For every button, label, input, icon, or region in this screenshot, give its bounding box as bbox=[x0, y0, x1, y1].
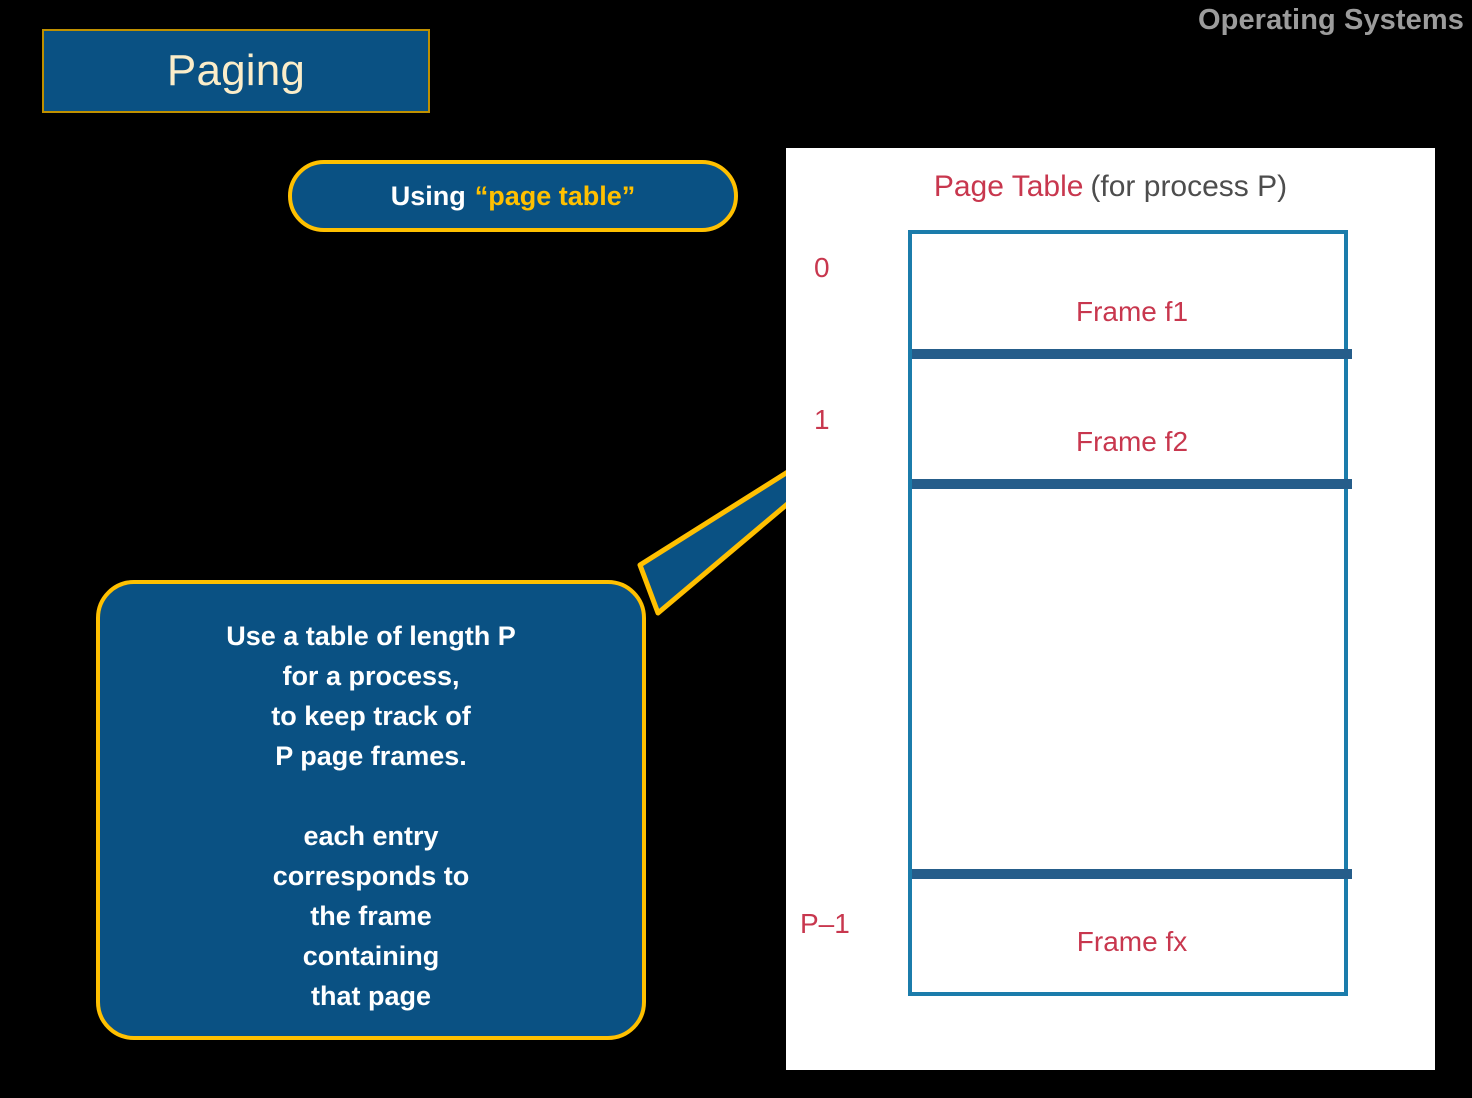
page-index-1: 1 bbox=[814, 404, 830, 435]
badge-accent-label: “page table” bbox=[474, 180, 636, 211]
page-table-diagram-panel: Page Table(for process P) 0 1 P–1 Frame … bbox=[786, 148, 1435, 1070]
table-row-cell-1: Frame f2 bbox=[1075, 426, 1189, 457]
page-table-heading-sub: (for process P) bbox=[1090, 170, 1288, 203]
explanation-callout: Use a table of length P for a process, t… bbox=[96, 580, 646, 1040]
table-row-cell-last: Frame fx bbox=[1076, 926, 1188, 957]
page-index-last: P–1 bbox=[800, 908, 850, 939]
page-table-heading-main: Page Table bbox=[933, 170, 1084, 203]
table-row-cell-0: Frame f1 bbox=[1075, 296, 1189, 327]
table-row-separator-2 bbox=[912, 869, 1352, 879]
course-label: Operating Systems bbox=[1197, 4, 1464, 36]
page-table-grid: Frame f1 Frame f2 Frame fx bbox=[908, 230, 1352, 996]
table-row-separator-0 bbox=[912, 349, 1352, 359]
using-page-table-badge: Using “page table” bbox=[288, 160, 738, 232]
page-title: Paging bbox=[166, 46, 306, 95]
badge-prefix-label: Using bbox=[390, 180, 466, 211]
slide-title-box: Paging bbox=[42, 29, 430, 113]
page-index-0: 0 bbox=[814, 252, 830, 283]
page-table-heading: Page Table(for process P) bbox=[786, 170, 1435, 204]
callout-body-text: Use a table of length P for a process, t… bbox=[226, 621, 516, 1011]
table-row-separator-1 bbox=[912, 479, 1352, 489]
